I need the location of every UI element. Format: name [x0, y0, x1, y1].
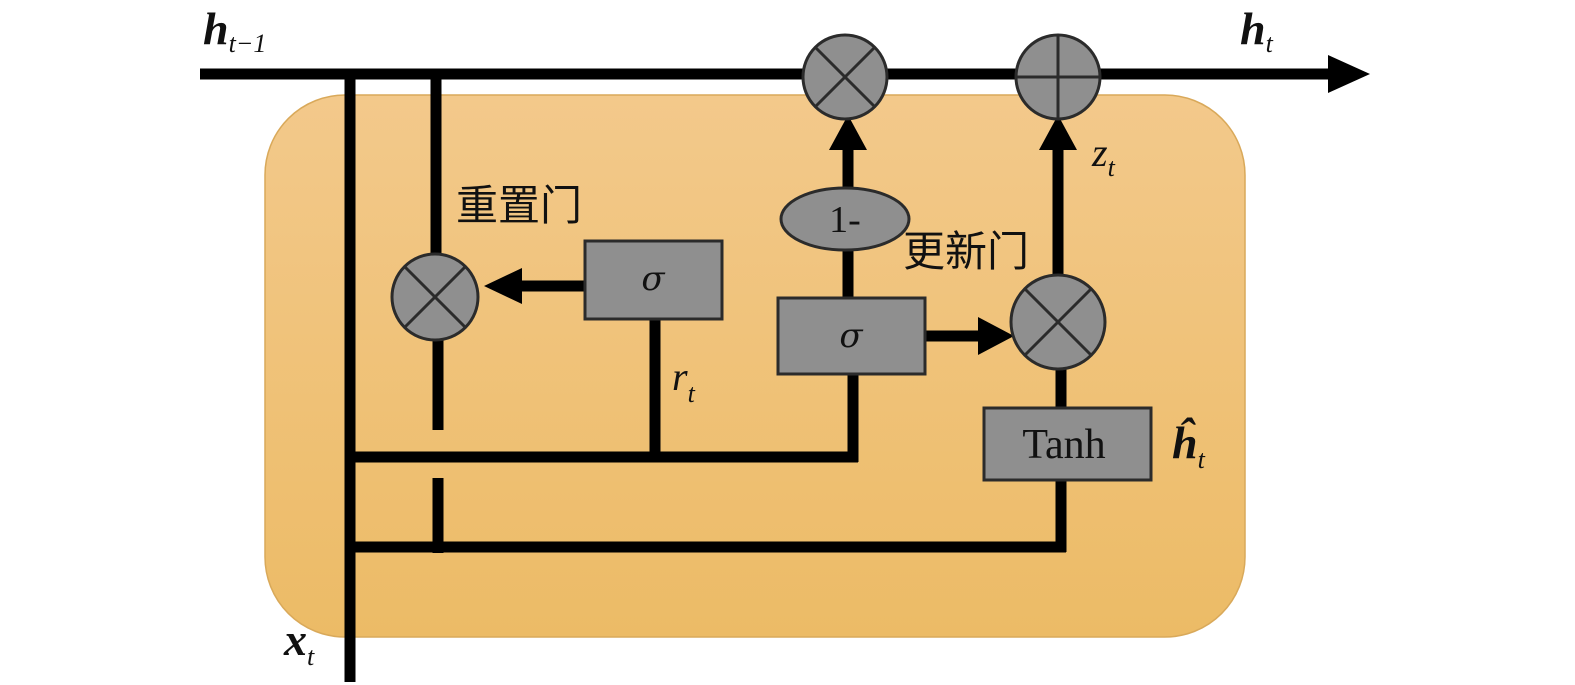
plus-node [1014, 33, 1102, 121]
h-prev-label: ht−1 [203, 3, 266, 58]
plus-arrowhead [1039, 115, 1077, 150]
x-t-label: xt [283, 614, 315, 671]
h-t-label: ht [1240, 3, 1274, 58]
r-t-label: rt [672, 354, 696, 408]
reset-sigma-label: σ [641, 259, 665, 299]
output-arrowhead [1328, 55, 1370, 93]
top-multiply-node [801, 33, 889, 121]
z-multiply-arrowhead [978, 317, 1014, 355]
z-multiply-node [1009, 273, 1107, 371]
reset-sigma-box: σ [583, 239, 724, 321]
z-t-label: zt [1091, 130, 1116, 182]
one-minus-label: 1- [829, 199, 861, 241]
gru-cell-background [264, 94, 1246, 638]
tanh-box: Tanh [982, 406, 1153, 482]
update-sigma-label: σ [839, 316, 863, 356]
update-sigma-box: σ [776, 296, 927, 376]
reset-multiply-node [390, 252, 480, 342]
update-gate-label: 更新门 [903, 227, 1029, 276]
reset-gate-label: 重置门 [456, 181, 582, 230]
one-minus-arrowhead [829, 115, 867, 150]
tanh-label: Tanh [1022, 422, 1105, 468]
h-hat-label: ĥt [1172, 416, 1206, 474]
reset-output-arrowhead [484, 268, 522, 304]
one-minus-node: 1- [779, 186, 911, 252]
